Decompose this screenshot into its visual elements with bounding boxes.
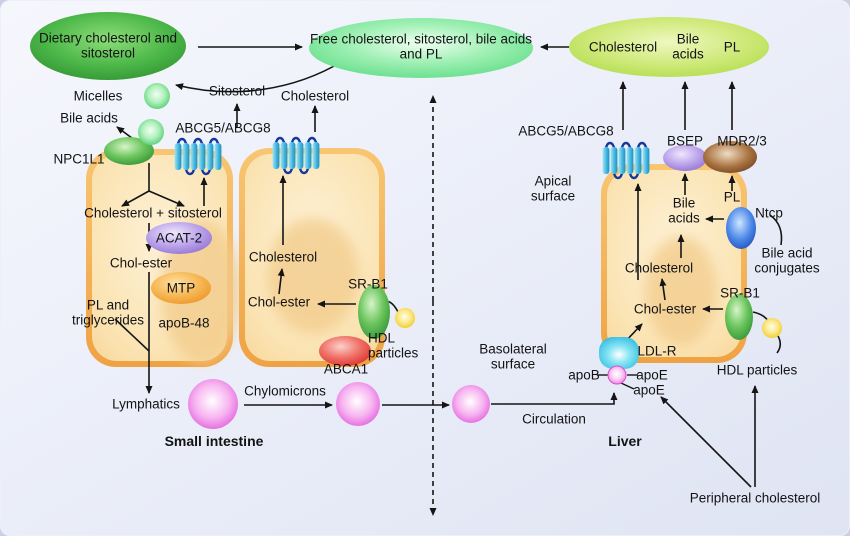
bile-acids-left-label: Bile acids [60, 110, 118, 126]
enterocyte-cell-2 [239, 148, 385, 367]
acat2-label: ACAT-2 [155, 230, 203, 246]
bile-acid-conjugates-label: Bile acid conjugates [754, 245, 820, 276]
micelles-label: Micelles [73, 88, 123, 104]
bile-acids-liver-label: Bile acids [668, 195, 700, 226]
srb1-intestine-label: SR-B1 [348, 276, 388, 292]
basolateral-surface-label: Basolateral surface [479, 341, 547, 372]
hdl-particle-intestine [395, 308, 415, 328]
free-pool-label: Free cholesterol, sitosterol, bile acids… [309, 31, 533, 62]
hdl-particle-liver [762, 318, 782, 338]
liver-caption: Liver [608, 433, 642, 450]
circulation-label: Circulation [522, 411, 586, 427]
chylomicron-3 [452, 385, 490, 423]
bile-pool-cholesterol-label: Cholesterol [588, 39, 658, 55]
ldl-receptor [599, 337, 639, 369]
acat2-enzyme [146, 222, 212, 254]
npc1l1-protein [104, 137, 154, 165]
chylomicron-1 [188, 379, 238, 429]
cholesterol-liver-label: Cholesterol [624, 260, 694, 276]
sitosterol-label: Sitosterol [208, 83, 266, 99]
ntcp-label: Ntcp [755, 205, 783, 221]
apob48-label: apoB-48 [158, 315, 210, 331]
chol-ester-1-label: Chol-ester [109, 255, 173, 271]
pl-triglycerides-label: PL and triglycerides [71, 297, 145, 328]
hdl-particles-intestine-label: HDL particles [368, 330, 419, 361]
srb1-liver-label: SR-B1 [720, 285, 760, 301]
bsep-transporter [663, 145, 707, 171]
small-intestine-caption: Small intestine [164, 433, 264, 450]
abca1-transporter [319, 336, 371, 366]
apob-label: apoB [568, 367, 600, 383]
micelle-1 [144, 83, 170, 109]
chylomicron-2 [336, 382, 380, 426]
mdr23-transporter [703, 141, 757, 173]
bile-pool-bile-acids-label: Bile acids [672, 31, 704, 62]
abcg5-abcg8-liver-label: ABCG5/ABCG8 [518, 123, 614, 139]
cholesterol-sitosterol-label: Cholesterol + sitosterol [84, 205, 222, 221]
bile-pool-pl-label: PL [723, 39, 741, 55]
cholesterol-top-label: Cholesterol [280, 88, 350, 104]
bsep-label: BSEP [666, 133, 704, 149]
srb1-intestine-receptor [358, 285, 390, 339]
micelle-2 [138, 119, 164, 145]
cholesterol-cell2-label: Cholesterol [248, 249, 318, 265]
apical-surface-label: Apical surface [530, 173, 576, 204]
chylomicrons-label: Chylomicrons [244, 383, 326, 399]
ldl-particle [607, 365, 627, 385]
lymphatics-label: Lymphatics [112, 396, 180, 412]
srb1-liver-receptor [725, 294, 753, 340]
ntcp-transporter [726, 207, 756, 249]
mtp-protein [151, 272, 211, 304]
free-pool-ellipse [309, 18, 533, 78]
dietary-pool-label: Dietary cholesterol and sitosterol [38, 30, 178, 61]
hdl-particles-liver-label: HDL particles [716, 362, 798, 378]
abcg5-abcg8-intestine-label: ABCG5/ABCG8 [175, 120, 271, 136]
npc1l1-label: NPC1L1 [53, 151, 105, 167]
chol-ester-2-label: Chol-ester [247, 294, 311, 310]
mdr23-label: MDR2/3 [717, 133, 767, 149]
chol-ester-liver-label: Chol-ester [633, 301, 697, 317]
abca1-label: ABCA1 [323, 361, 369, 377]
pathway-arrows [114, 43, 783, 516]
pl-liver-label: PL [723, 189, 741, 205]
dietary-pool-ellipse [30, 12, 186, 80]
apoe2-label: apoE [633, 382, 665, 398]
ldlr-label: LDL-R [637, 343, 677, 359]
mtp-label: MTP [166, 280, 196, 296]
peripheral-cholesterol-label: Peripheral cholesterol [689, 490, 821, 506]
apoe1-label: apoE [636, 367, 668, 383]
bile-pool-ellipse [569, 17, 769, 77]
